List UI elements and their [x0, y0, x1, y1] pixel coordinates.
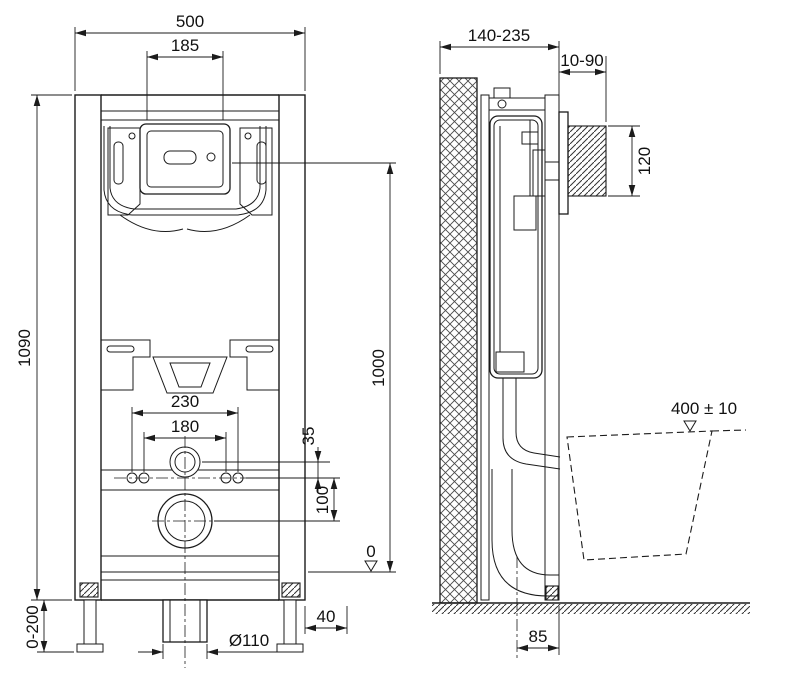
mid-support-brackets [100, 339, 280, 394]
dim-label-fixing-outer: 230 [171, 392, 199, 411]
dim-label-foot-range: 0-200 [23, 605, 42, 648]
dim-label-foot-offset: 40 [317, 607, 336, 626]
dim-plate-width-185: 185 [146, 36, 224, 120]
dim-label-flush-height: 1000 [369, 349, 388, 387]
dim-plate-projection-10-90: 10-90 [558, 51, 607, 122]
dim-drain-diameter: Ø110 [138, 631, 290, 659]
flush-and-drain-pipes [491, 378, 561, 597]
dim-label-fixing-inner: 180 [171, 417, 199, 436]
dim-drain-offset-85: 85 [516, 606, 560, 655]
dim-label-drain-diameter: Ø110 [229, 631, 269, 650]
dim-height-1090: 1090 [15, 94, 72, 601]
front-view: 500 185 1090 1000 0 230 [15, 12, 396, 668]
dim-label-offset-35: 35 [299, 427, 318, 446]
wall-section [439, 77, 478, 604]
dim-fixing-inner-180: 180 [143, 417, 227, 472]
dim-label-total-width: 500 [176, 12, 204, 31]
dim-label-offset-100: 100 [313, 486, 332, 514]
cistern-side [489, 115, 559, 379]
adjustable-feet [76, 582, 304, 653]
flush-knob [567, 125, 607, 197]
frame-profile-side [480, 87, 560, 601]
side-view: 140-235 10-90 120 400 ± 10 85 [432, 26, 750, 660]
dim-foot-range-0-200: 0-200 [23, 599, 74, 653]
dim-label-plate-width: 185 [171, 36, 199, 55]
flush-plate-front [139, 123, 231, 195]
dim-plate-height-120: 120 [608, 125, 654, 197]
floor [432, 602, 750, 614]
datum-zero-marker: 0 [364, 542, 378, 572]
dim-label-plate-height: 120 [635, 147, 654, 175]
dim-bowl-height-400: 400 ± 10 [671, 399, 737, 432]
dim-offset-100: 100 [214, 478, 340, 522]
dim-label-depth-range: 140-235 [468, 26, 530, 45]
dim-flush-height-1000: 100 0 [232, 162, 396, 573]
dim-front-width-500: 500 [74, 12, 306, 91]
cistern-tank [103, 126, 267, 232]
toilet-bowl-outline [566, 429, 747, 561]
dim-fixing-outer-230: 230 [131, 392, 239, 472]
center-lines-front [114, 436, 256, 668]
dim-offset-35: 35 [202, 427, 340, 492]
dim-label-drain-offset: 85 [529, 627, 548, 646]
dim-label-total-height: 1090 [15, 329, 34, 367]
dim-label-bowl-height: 400 ± 10 [671, 399, 737, 418]
dim-label-datum-zero: 0 [366, 542, 375, 561]
dim-label-plate-projection: 10-90 [560, 51, 603, 70]
flush-plate-side [558, 111, 607, 215]
dim-foot-offset-40: 40 [304, 606, 348, 634]
